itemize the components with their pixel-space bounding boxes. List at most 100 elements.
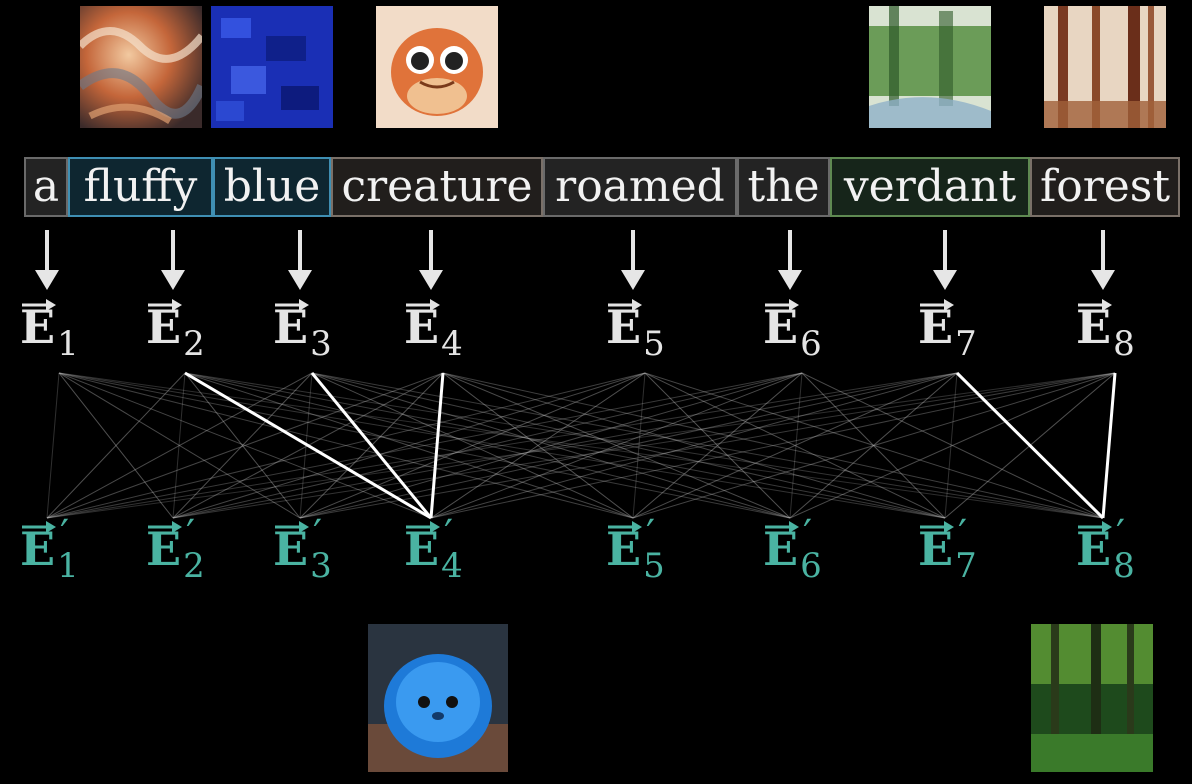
vector-prime: ′ — [958, 512, 968, 558]
vector-arrow-icon — [765, 521, 799, 533]
vector-prime: ′ — [444, 512, 454, 558]
vector-arrow-icon — [608, 299, 642, 311]
attention-line — [46, 372, 803, 519]
input-vector-2: E2 — [146, 299, 205, 364]
attention-line — [632, 372, 1116, 519]
output-vector-3: E3′ — [273, 512, 332, 586]
blue-texture-image — [211, 6, 333, 128]
vector-prime: ′ — [60, 512, 70, 558]
output-vector-4: E4′ — [404, 512, 463, 586]
green-forest-image — [1031, 624, 1153, 772]
vector-arrow-icon — [920, 299, 954, 311]
output-vector-6: E6′ — [763, 512, 822, 586]
attention-line — [299, 372, 646, 519]
attention-line — [442, 372, 791, 519]
attention-line — [46, 372, 646, 519]
vector-subscript: 5 — [643, 546, 665, 586]
attention-line — [299, 372, 1116, 519]
token-8: forest — [1030, 157, 1180, 217]
strong-attention-line — [310, 372, 433, 519]
output-vector-8: E8′ — [1076, 512, 1135, 586]
token-3: blue — [213, 157, 331, 217]
attention-line — [299, 372, 958, 519]
input-vector-4: E4 — [404, 299, 463, 364]
attention-line — [184, 372, 301, 519]
vector-subscript: 7 — [955, 324, 977, 364]
vector-subscript: 1 — [57, 546, 79, 586]
output-vector-1: E1′ — [20, 512, 79, 586]
attention-line — [184, 372, 946, 519]
output-vector-2: E2′ — [146, 512, 205, 586]
vector-arrow-icon — [275, 521, 309, 533]
token-6: the — [737, 157, 830, 217]
vector-subscript: 8 — [1113, 546, 1135, 586]
down-arrow-icon — [161, 230, 185, 290]
attention-line — [430, 372, 1116, 519]
vector-arrow-icon — [920, 521, 954, 533]
attention-line — [184, 372, 791, 519]
input-vector-3: E3 — [273, 299, 332, 364]
vector-arrow-icon — [148, 299, 182, 311]
vector-subscript: 3 — [310, 546, 332, 586]
output-vector-7: E7′ — [918, 512, 977, 586]
vector-prime: ′ — [313, 512, 323, 558]
attention-line — [644, 372, 1104, 519]
vector-prime: ′ — [646, 512, 656, 558]
attention-line — [46, 372, 1116, 519]
token-2: fluffy — [68, 157, 213, 217]
vector-arrow-icon — [148, 521, 182, 533]
vector-subscript: 2 — [183, 546, 205, 586]
token-5: roamed — [543, 157, 737, 217]
input-vector-8: E8 — [1076, 299, 1135, 364]
token-1: a — [24, 157, 68, 217]
vector-arrow-icon — [406, 299, 440, 311]
attention-line — [442, 372, 1104, 519]
attention-line — [632, 372, 646, 519]
attention-line — [58, 372, 946, 519]
attention-line — [430, 372, 958, 519]
vector-arrow-icon — [275, 299, 309, 311]
vector-subscript: 6 — [800, 546, 822, 586]
down-arrow-icon — [621, 230, 645, 290]
vector-prime: ′ — [186, 512, 196, 558]
down-arrow-icon — [933, 230, 957, 290]
attention-line — [172, 372, 313, 519]
attention-line — [644, 372, 791, 519]
attention-line — [632, 372, 958, 519]
attention-line — [46, 372, 186, 519]
attention-line — [46, 372, 313, 519]
attention-line — [172, 372, 646, 519]
vector-subscript: 8 — [1113, 324, 1135, 364]
attention-line — [801, 372, 946, 519]
down-arrow-icon — [419, 230, 443, 290]
orange-creature-image — [376, 6, 498, 128]
strong-attention-line — [955, 371, 1105, 520]
vector-arrow-icon — [765, 299, 799, 311]
down-arrow-icon — [35, 230, 59, 290]
vector-subscript: 6 — [800, 324, 822, 364]
blue-fluffy-creature-image — [368, 624, 508, 772]
attention-line — [442, 372, 634, 519]
vector-arrow-icon — [1078, 521, 1112, 533]
attention-line — [58, 372, 432, 519]
attention-line — [801, 372, 1104, 519]
attention-line — [311, 372, 634, 519]
input-vector-6: E6 — [763, 299, 822, 364]
vector-subscript: 4 — [441, 546, 463, 586]
output-vector-5: E5′ — [606, 512, 665, 586]
green-watercolor-image — [869, 6, 991, 128]
attention-line — [58, 372, 1104, 519]
vector-arrow-icon — [406, 521, 440, 533]
attention-line — [46, 372, 958, 519]
attention-line — [789, 372, 803, 519]
token-7: verdant — [830, 157, 1030, 217]
attention-line — [789, 372, 1116, 519]
vector-arrow-icon — [22, 299, 56, 311]
attention-line — [632, 372, 803, 519]
attention-line — [172, 372, 803, 519]
attention-line — [311, 372, 791, 519]
attention-line — [789, 372, 958, 519]
input-vector-5: E5 — [606, 299, 665, 364]
attention-line — [311, 372, 946, 519]
